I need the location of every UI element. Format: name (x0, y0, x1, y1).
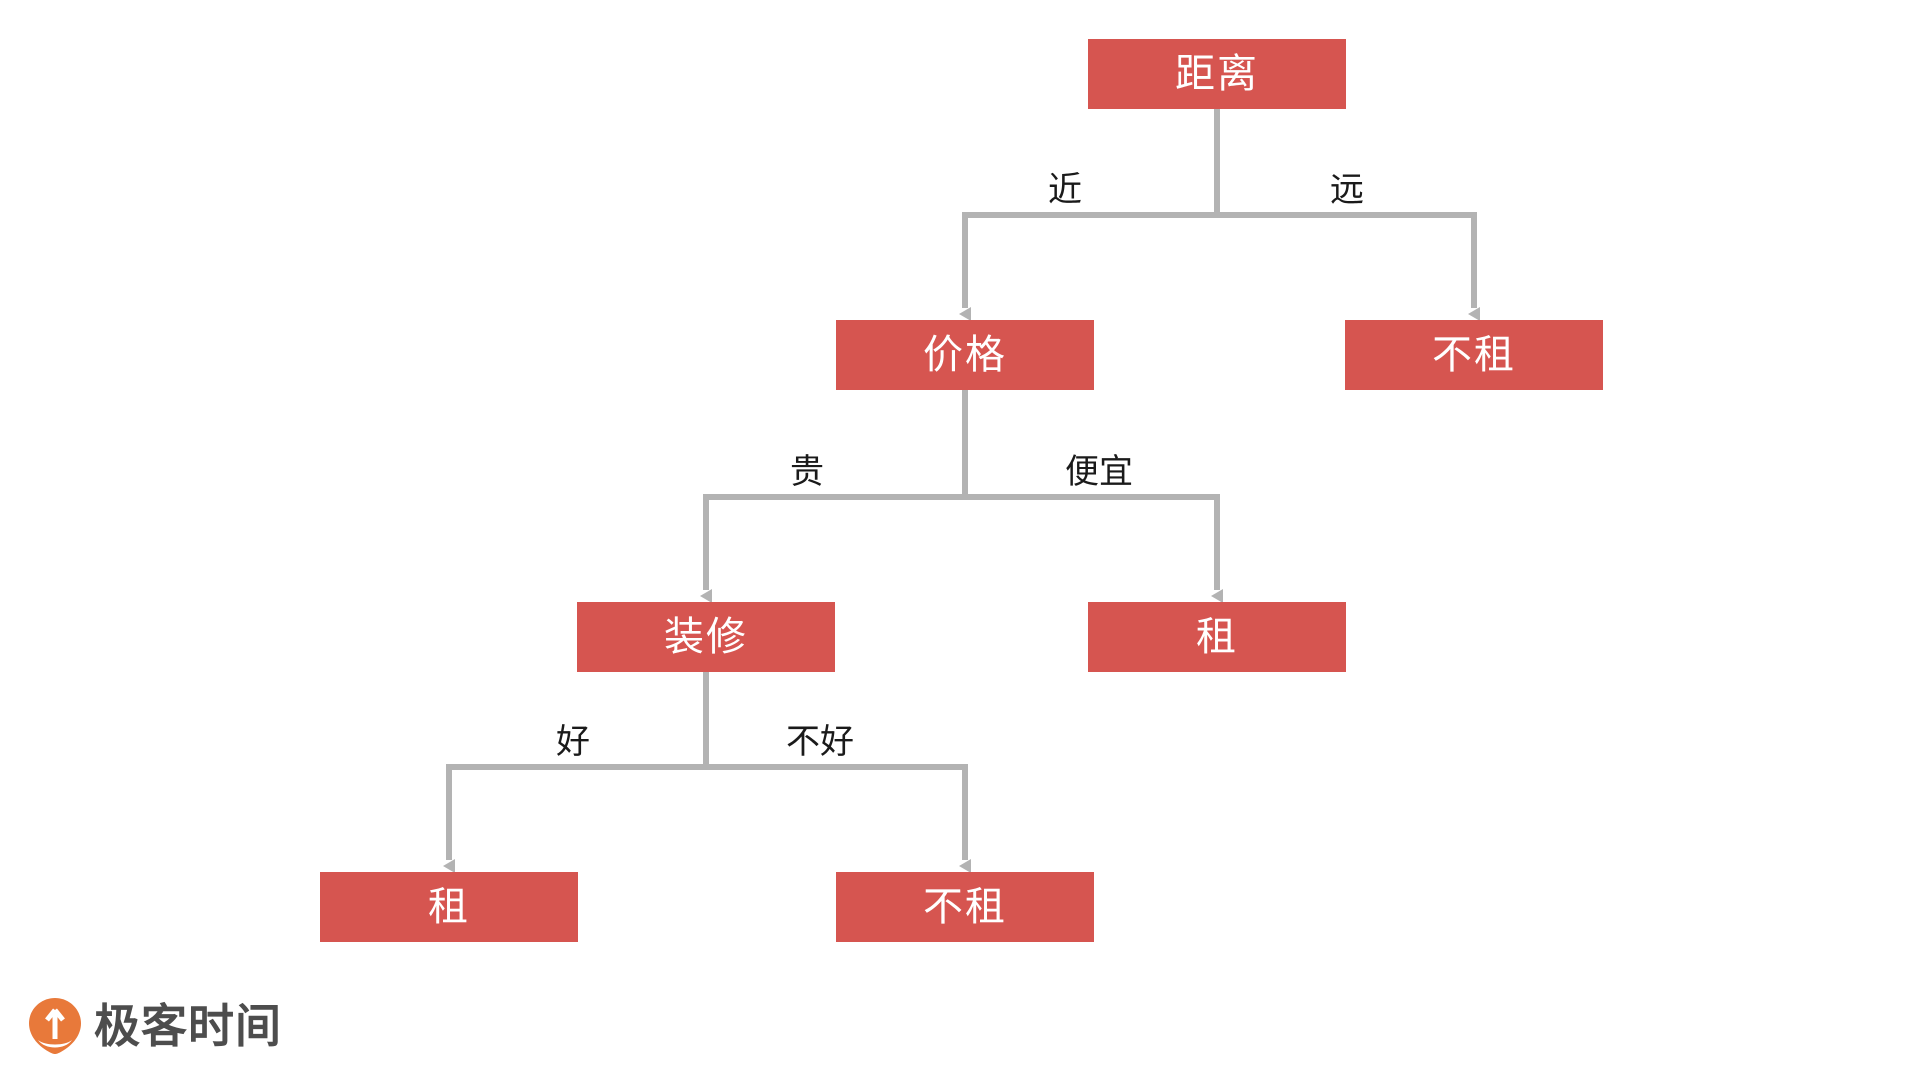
edge-label-near: 近 (1048, 171, 1082, 209)
geektime-wordmark: 极客时间 (94, 1000, 282, 1052)
geektime-logo: 极客时间 (28, 995, 282, 1057)
node-distance[interactable]: 距离 (1088, 39, 1346, 109)
node-do-not-rent-bad-decoration[interactable]: 不租 (836, 872, 1094, 942)
node-do-not-rent-far[interactable]: 不租 (1345, 320, 1603, 390)
edge-distance-norent1 (1217, 212, 1480, 321)
edge-price-rent1 (965, 494, 1223, 603)
edge-label-cheap: 便宜 (1065, 453, 1133, 491)
edge-label-expensive: 贵 (790, 453, 824, 491)
edge-label-far: 远 (1330, 171, 1364, 209)
edge-distance-price (959, 109, 1220, 321)
edge-label-not-good: 不好 (786, 723, 854, 761)
geektime-pin-icon (28, 997, 82, 1055)
edge-price-decor (700, 390, 968, 603)
node-price[interactable]: 价格 (836, 320, 1094, 390)
edge-decor-norent2 (706, 764, 971, 873)
node-decoration[interactable]: 装修 (577, 602, 835, 672)
edge-label-good: 好 (556, 723, 590, 761)
node-rent-good-decoration[interactable]: 租 (320, 872, 578, 942)
edge-decor-rent2 (443, 672, 709, 873)
node-rent-cheap[interactable]: 租 (1088, 602, 1346, 672)
